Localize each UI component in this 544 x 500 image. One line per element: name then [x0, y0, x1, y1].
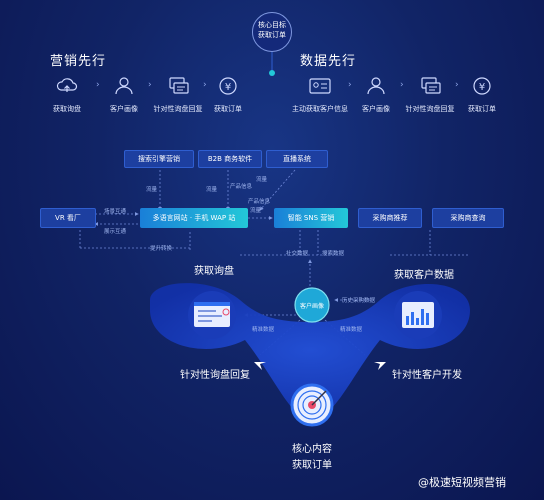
core-goal-badge: [252, 12, 292, 52]
right-step-1-label: 主动获取客户信息: [292, 105, 348, 113]
chevron-right-icon: ›: [400, 80, 404, 90]
edge-label-traffic-3: 流量: [256, 177, 268, 183]
browser-window-icon: [188, 291, 236, 339]
core-goal-line2: 获取订单: [258, 31, 286, 39]
edge-label-precise-data-2: 精准数据: [340, 327, 363, 333]
yen-icon: ¥: [473, 77, 491, 95]
right-step-3-label: 针对性询盘回复: [405, 105, 455, 113]
edge-label-link-1: 场景互通: [104, 209, 127, 215]
edge-label-traffic-1: 流量: [146, 187, 158, 193]
chevron-right-icon: ›: [348, 80, 352, 90]
edge-label-link-2: 展示互通: [104, 229, 127, 235]
edge-label-search-data: 搜索数据: [322, 251, 345, 257]
buyer-query-box: 采购商查询: [432, 208, 504, 228]
b2b-software-box: B2B 商务软件: [198, 150, 262, 168]
left-section-title: 营销先行: [50, 54, 107, 69]
watermark: @极速短视频营销: [418, 476, 506, 489]
svg-text:¥: ¥: [225, 82, 231, 93]
sns-marketing-box: 智能 SNS 营销: [274, 208, 348, 228]
caption-core-content: 核心内容: [292, 444, 332, 455]
left-step-1-label: 获取询盘: [53, 105, 81, 113]
user-icon: [367, 77, 385, 95]
edge-label-history-data: 历史采购数据: [342, 298, 376, 304]
chevron-right-icon: ›: [148, 80, 152, 90]
edge-label-product-info-1: 产品信息: [230, 184, 253, 190]
buyer-recommend-box: 采购商推荐: [358, 208, 422, 228]
right-section-title: 数据先行: [300, 54, 357, 69]
chevron-right-icon: ›: [455, 80, 459, 90]
chat-icon: [421, 77, 441, 94]
id-card-icon: [309, 78, 331, 94]
caption-get-inquiry: 获取询盘: [194, 266, 234, 277]
caption-customer-portrait: 客户画像: [299, 303, 324, 310]
user-icon: [115, 77, 133, 95]
left-step-2-label: 客户画像: [110, 105, 138, 113]
chevron-right-icon: ›: [96, 80, 100, 90]
right-step-4-label: 获取订单: [468, 105, 496, 113]
edge-label-precise-data-1: 精准数据: [252, 327, 275, 333]
caption-get-order: 获取订单: [292, 460, 332, 471]
svg-text:¥: ¥: [479, 82, 485, 93]
cloud-upload-icon: [56, 78, 78, 92]
right-step-2-label: 客户画像: [362, 105, 390, 113]
edge-label-social-data: 社交数据: [286, 251, 309, 257]
edge-label-product-info-2: 产品信息: [248, 199, 271, 205]
caption-get-customer-data: 获取客户数据: [394, 270, 454, 281]
caption-targeted-reply: 针对性询盘回复: [180, 370, 250, 381]
search-engine-box: 搜索引擎营销: [124, 150, 194, 168]
target-icon: [290, 383, 334, 427]
edge-label-improve-conversion: 提升转换: [150, 246, 173, 252]
chat-icon: [169, 77, 189, 94]
live-system-box: 直播系统: [266, 150, 328, 168]
website-wap-box: 多语言网站 · 手机 WAP 站: [140, 208, 248, 228]
edge-label-traffic-4: 流量: [250, 208, 262, 214]
left-step-3-label: 针对性询盘回复: [153, 105, 203, 113]
core-goal-line1: 核心目标: [258, 21, 286, 29]
chevron-right-icon: ›: [203, 80, 207, 90]
yen-icon: ¥: [219, 77, 237, 95]
bar-chart-icon: [394, 291, 442, 339]
vr-factory-box: VR 看厂: [40, 208, 96, 228]
caption-targeted-development: 针对性客户开发: [392, 370, 462, 381]
left-step-4-label: 获取订单: [214, 105, 242, 113]
edge-label-traffic-2: 流量: [206, 187, 218, 193]
